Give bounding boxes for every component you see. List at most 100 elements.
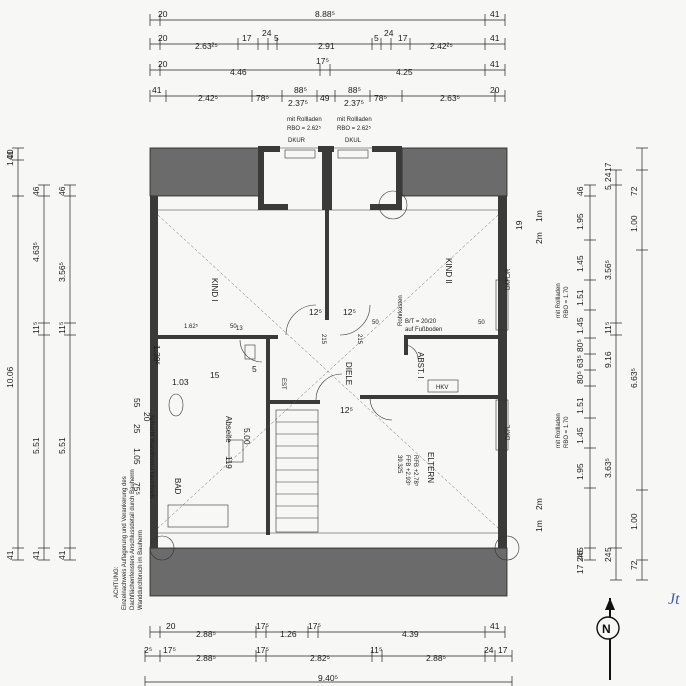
dim-right-mid-1: 24 — [603, 172, 613, 182]
room-abseite-val: 119 — [224, 456, 233, 469]
dim-left-outer-0: 1.00 — [5, 149, 15, 166]
dim-50a: 50 — [230, 324, 237, 330]
dim-right-inner-6: 63⁵ — [575, 355, 585, 368]
dim-5: 5 — [252, 364, 257, 374]
dim-right-outer-3: 1.00 — [629, 513, 639, 530]
dim-right-mid-3: 3.56⁵ — [603, 260, 613, 280]
compass-north-label: N — [602, 622, 611, 636]
dim-bottom-r2-8: 17 — [498, 645, 508, 655]
dormer-right-code: DKUL — [345, 138, 362, 144]
dim-bottom-r1-0: 20 — [166, 621, 176, 631]
dim-bottom-r2-5: 11⁵ — [370, 645, 382, 655]
dim-right-outer-2: 6.63⁵ — [629, 368, 639, 388]
dim-103: 1.03 — [172, 377, 189, 387]
room-bad: BAD — [173, 478, 182, 495]
dim-right-mid-7: 5 — [603, 547, 613, 552]
rohrkasten-2: B/T = 20/20 — [405, 319, 437, 325]
dim-right-outer-1: 1.00 — [629, 215, 639, 232]
dim-215b: 215 — [356, 334, 362, 345]
dim-top-r4-7: 2.37⁵ — [344, 98, 364, 108]
dim-left-mid-2: 11⁵ — [31, 322, 41, 334]
roof-eaves — [149, 147, 508, 597]
dormer-right-rbo: RBO = 2.62⁵ — [337, 125, 372, 132]
right-rbo-2: RBO = 1.70 — [564, 416, 570, 448]
dim-top-r3-0: 20 — [158, 59, 168, 69]
dormer-left-code: DKUR — [288, 138, 306, 144]
dim-right-mid-0: 17 — [603, 162, 613, 172]
dim-side-6: 46 — [575, 550, 585, 560]
dim-top-r2-8: 17 — [398, 33, 408, 43]
dim-top-r2-2: 17 — [242, 33, 252, 43]
dim-25: 25 — [132, 424, 142, 434]
dim-top-r4-8: 78⁵ — [374, 93, 387, 103]
dim-top-r4-9: 2.63⁵ — [440, 93, 460, 103]
dim-bottom-r1-4: 17⁵ — [308, 621, 321, 631]
dim-50b: 50 — [372, 320, 379, 326]
dim-50c: 50 — [478, 320, 485, 326]
dim-top-r4-10: 20 — [490, 85, 500, 95]
room-abst: ABST. I — [416, 352, 425, 379]
dim-162: 1.62⁵ — [184, 323, 199, 330]
dim-215a: 215 — [320, 334, 326, 345]
right-rollladen-2: mit Rollladen — [556, 413, 562, 448]
rohrkasten-1: Rohrkasten — [398, 295, 404, 326]
dim-side-4: 1m — [534, 520, 544, 532]
dim-right-mid-6: 3.63⁵ — [603, 458, 613, 478]
bottom-dimension-chains: 20 2.88⁵ 17⁵ 1.26 17⁵ 4.39 41 2⁵ 17⁵ 2.8… — [144, 621, 513, 686]
dim-right-inner-9: 1.45 — [575, 427, 585, 444]
dim-top-r2-10: 41 — [490, 33, 500, 43]
dim-500: 5.00 — [242, 428, 252, 445]
dim-side-3: 2m — [534, 498, 544, 510]
dormer-right-label: mit Rollladen — [337, 117, 372, 123]
eltern-area: 39.325 — [396, 455, 402, 474]
room-labels: KIND I KIND II DIELE ABST. I ELTERN BAD … — [148, 258, 453, 499]
dim-top-r1-0: 20 — [158, 9, 168, 19]
dim-right-inner-8: 1.51 — [575, 397, 585, 414]
dim-bottom-r2-7: 24 — [484, 645, 494, 655]
dim-bottom-r1-1: 2.88⁵ — [196, 629, 216, 639]
room-kind-1: KIND I — [210, 278, 219, 302]
dim-right-inner-3: 1.51 — [575, 289, 585, 306]
eltern-ffb: FFB +2.93⁵ — [404, 455, 411, 486]
hkv-label: HKV — [436, 385, 448, 391]
dim-left-outer-1: 41 — [5, 150, 15, 160]
room-eltern: ELTERN — [426, 452, 435, 483]
dim-right-inner-12: 24 — [575, 552, 585, 562]
dim-13: 13 — [236, 326, 243, 332]
achtung-line-1: ACHTUNG: — [114, 566, 120, 598]
dim-top-r2-0: 20 — [158, 33, 168, 43]
dim-left-mid-3: 5.51 — [31, 437, 41, 454]
dim-right-inner-11: 5 — [575, 547, 585, 552]
dim-left-inner-2: 11⁵ — [57, 322, 67, 334]
dim-125a: 12⁵ — [309, 307, 322, 317]
achtung-line-2: Einzelnachweis Auflagerung und Verankeru… — [122, 476, 128, 610]
dim-top-r4-6: 88⁵ — [348, 85, 361, 95]
dim-right-inner-2: 1.45 — [575, 255, 585, 272]
dim-left-mid-0: 46 — [31, 186, 41, 196]
room-abseite: Abseite — [224, 416, 233, 443]
dim-top-r3-4: 41 — [490, 59, 500, 69]
dim-55: 55 — [132, 398, 142, 408]
room-kind-2: KIND II — [444, 258, 453, 284]
dim-bottom-r1-5: 4.39 — [402, 629, 419, 639]
dim-top-r2-7: 24 — [384, 28, 394, 38]
dim-right-inner-5: 80⁵ — [575, 339, 585, 352]
dim-right-inner-4: 1.45 — [575, 317, 585, 334]
right-rbo-1: RBO = 1.70 — [564, 286, 570, 318]
dim-top-r4-4: 2.37⁵ — [288, 98, 308, 108]
dim-right-mid-5: 9.16 — [603, 351, 613, 368]
dim-left-inner-4: 41 — [57, 550, 67, 560]
achtung-note: ACHTUNG: Einzelnachweis Auflagerung und … — [114, 469, 144, 610]
dim-right-inner-7: 80⁵ — [575, 371, 585, 384]
dim-top-r2-4: 5 — [274, 33, 279, 43]
left-dimension-chains: 1.00 41 10.06 41 46 4.63⁵ 11⁵ 5.51 41 46… — [5, 147, 76, 561]
room-diele: DIELE — [344, 362, 353, 385]
est-label: EST — [280, 378, 286, 390]
dim-bottom-r2-3: 17⁵ — [256, 645, 269, 655]
dim-bottom-r2-2: 2.88⁵ — [196, 653, 216, 663]
schacht-note: Schacht Wandmodul raumhoch — [148, 415, 154, 499]
dim-right-inner-0: 46 — [575, 186, 585, 196]
dim-left-inner-3: 5.51 — [57, 437, 67, 454]
dim-bottom-r1-6: 41 — [490, 621, 500, 631]
dim-bottom-r2-6: 2.88⁵ — [426, 653, 446, 663]
